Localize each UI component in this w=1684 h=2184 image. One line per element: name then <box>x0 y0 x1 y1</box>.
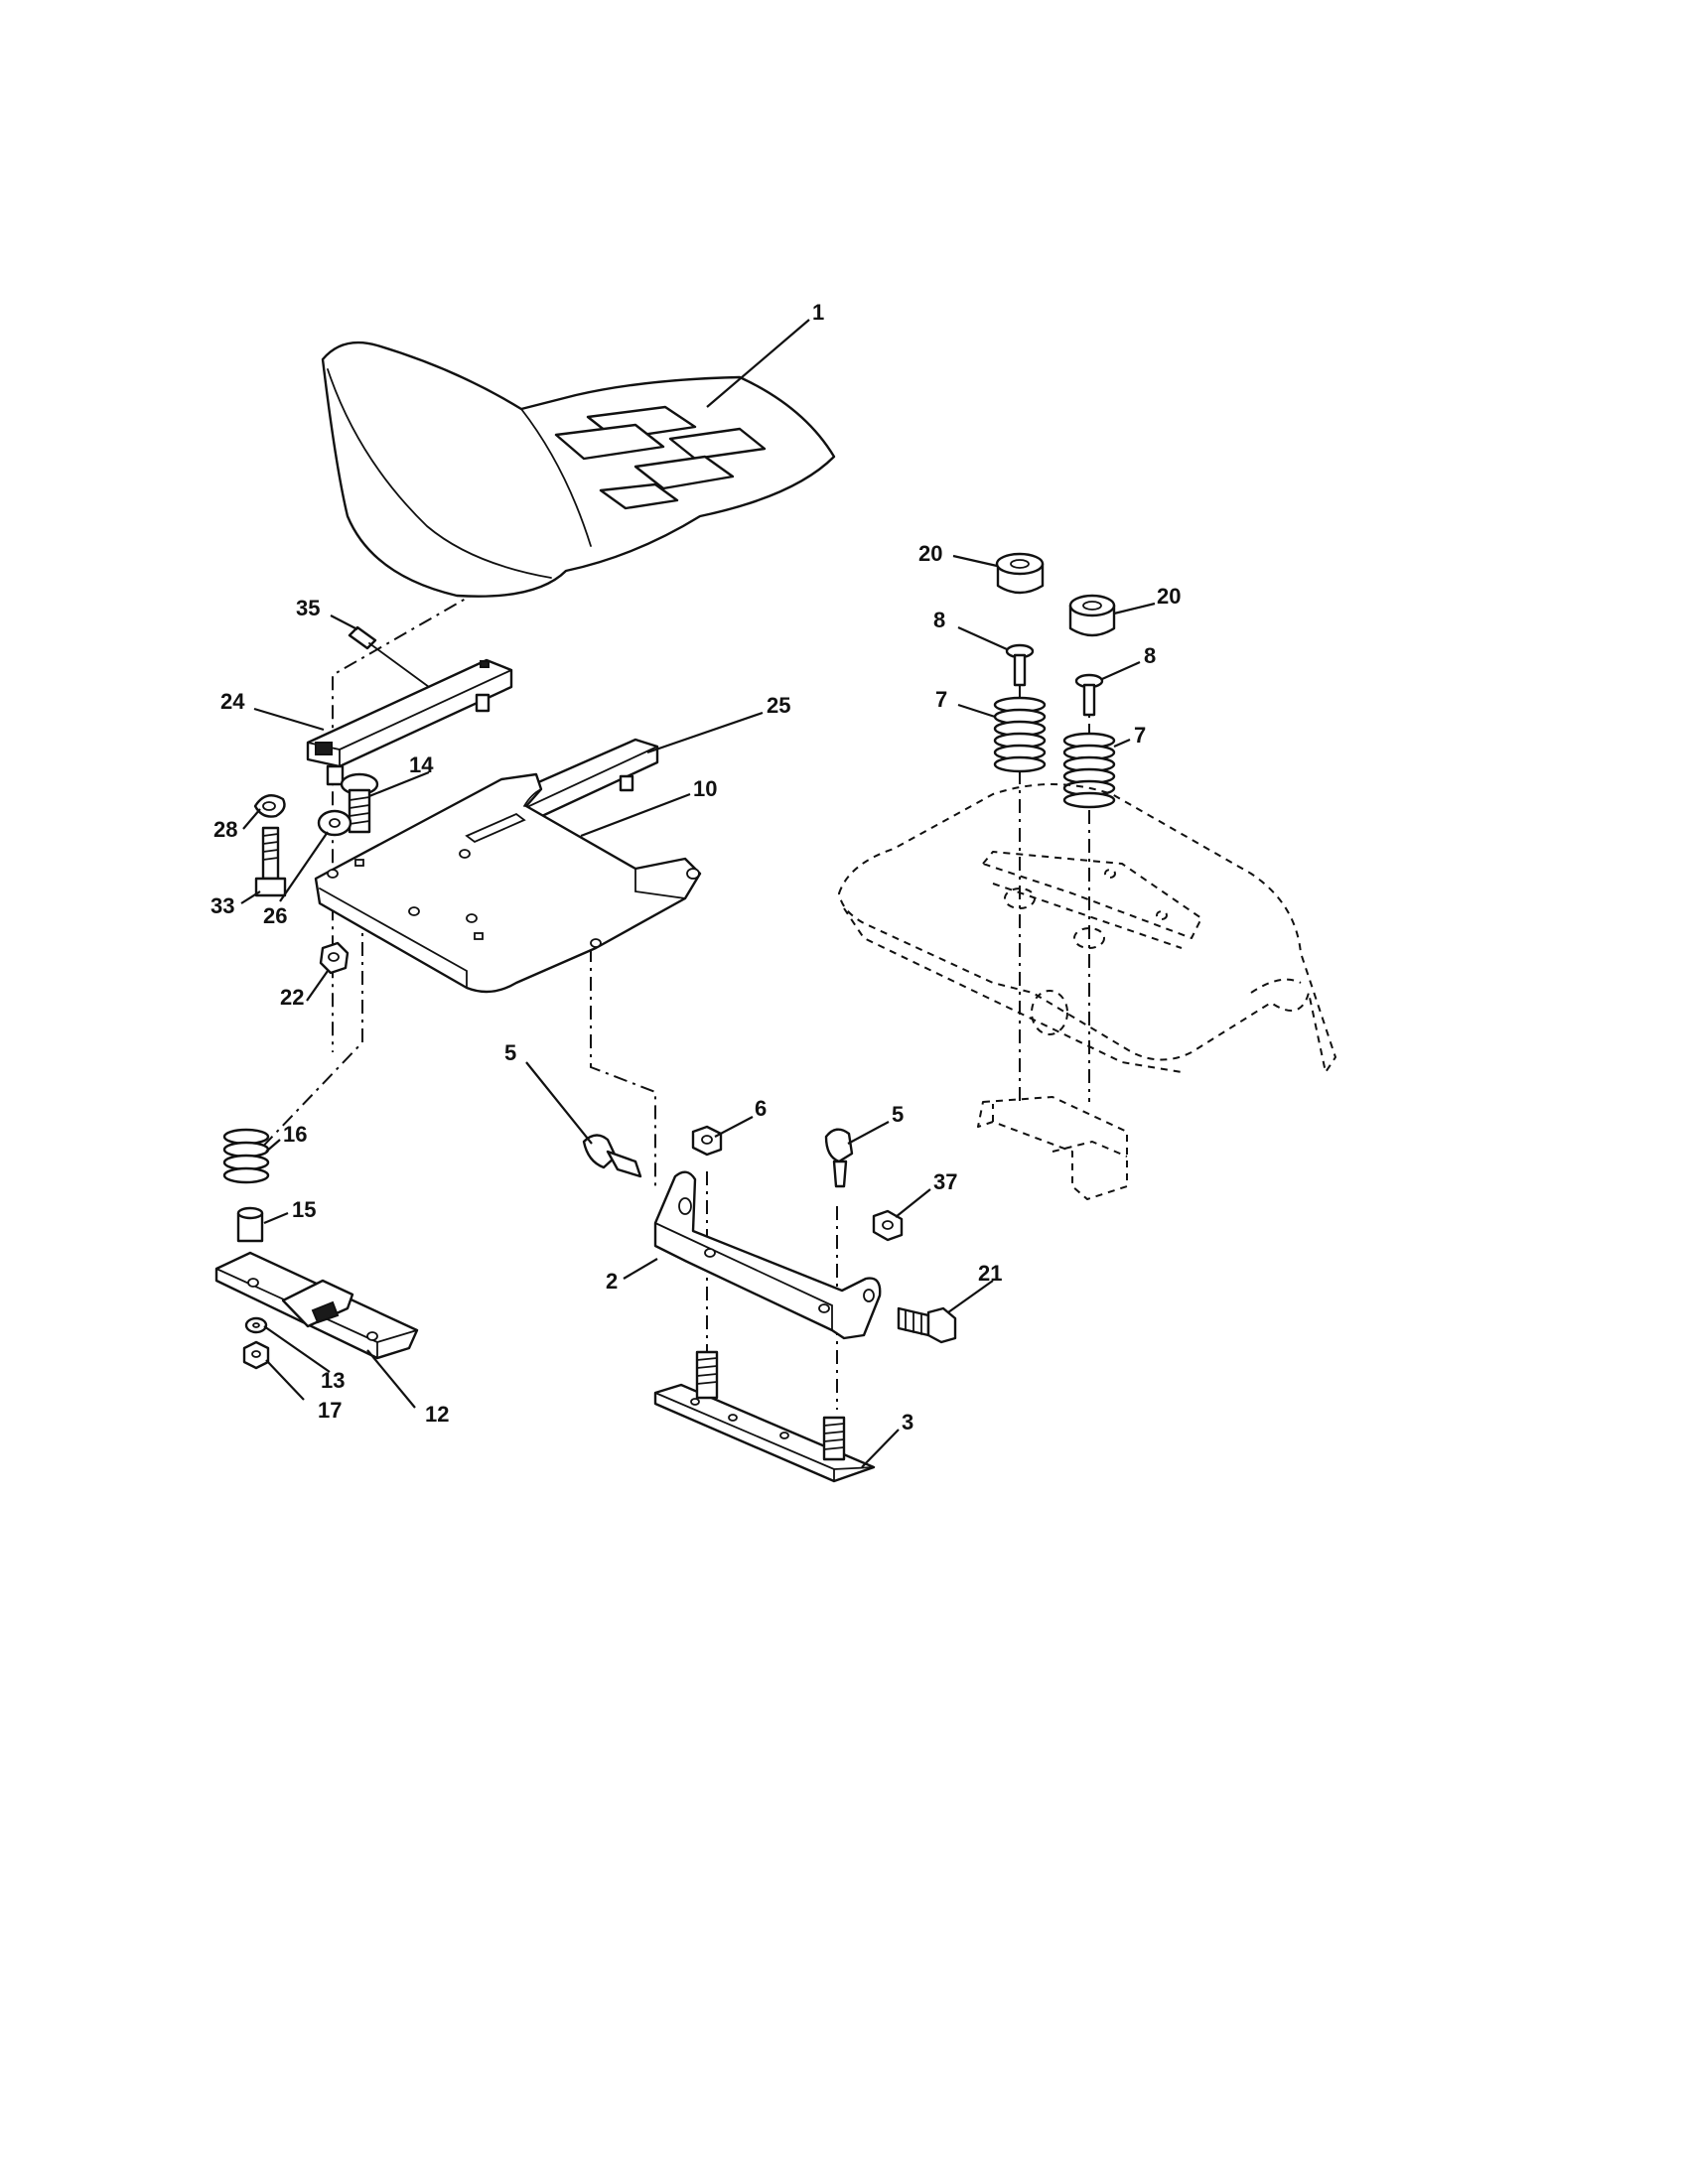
callout-8-right: 8 <box>1144 643 1156 668</box>
washer-part-13 <box>244 1316 268 1334</box>
callout-13: 13 <box>321 1368 345 1393</box>
callout-15: 15 <box>292 1197 316 1222</box>
callout-17: 17 <box>318 1398 342 1423</box>
callout-20-right: 20 <box>1157 584 1181 609</box>
nut-part-6 <box>691 1125 723 1157</box>
callout-14: 14 <box>409 752 434 777</box>
spring-plate-part-12 <box>214 1251 419 1360</box>
callout-labels: 1 35 24 25 10 14 28 33 26 22 5 6 5 37 2 … <box>210 300 1181 1434</box>
seat-part-1 <box>321 341 836 598</box>
bumper-part-20-right <box>1068 594 1116 637</box>
washer-part-26 <box>317 809 352 837</box>
spacer-part-15 <box>236 1206 264 1243</box>
nut-part-17 <box>242 1340 270 1370</box>
base-plate-part-3 <box>653 1350 876 1483</box>
callout-37: 37 <box>933 1169 957 1194</box>
pin-part-35 <box>348 625 430 688</box>
seat-cushion-panels <box>554 405 767 510</box>
callout-2: 2 <box>606 1269 618 1294</box>
callout-24: 24 <box>220 689 245 714</box>
callout-22: 22 <box>280 985 304 1010</box>
callout-20-left: 20 <box>918 541 942 566</box>
clip-part-5-right <box>824 1128 854 1188</box>
callout-16: 16 <box>283 1122 307 1147</box>
callout-8-left: 8 <box>933 608 945 632</box>
callout-1: 1 <box>812 300 824 325</box>
callout-7-right: 7 <box>1134 723 1146 748</box>
bumper-part-20-left <box>995 552 1045 595</box>
callout-10: 10 <box>693 776 717 801</box>
callout-5-left: 5 <box>504 1040 516 1065</box>
shoulder-bolt-part-21 <box>897 1306 957 1344</box>
seat-mounting-plate-part-10 <box>314 772 702 994</box>
callout-33: 33 <box>210 893 234 918</box>
callout-25: 25 <box>767 693 790 718</box>
pivot-bracket-part-2 <box>653 1170 882 1340</box>
nut-part-37 <box>872 1209 904 1242</box>
clip-part-5-left <box>582 1134 642 1178</box>
coil-spring-part-7-left <box>993 696 1047 773</box>
screw-part-8-right <box>1074 673 1104 717</box>
assembly-guide-lines <box>252 560 1090 1410</box>
reference-fender-frame <box>838 783 1336 1200</box>
carriage-bolt-part-14 <box>340 772 379 834</box>
callout-28: 28 <box>213 817 237 842</box>
bolt-part-33 <box>254 826 287 897</box>
ring-part-28 <box>253 794 286 818</box>
callout-leader-lines <box>240 319 1156 1468</box>
screw-part-8-left <box>1005 643 1035 687</box>
spring-part-16 <box>222 1128 270 1184</box>
callout-26: 26 <box>263 903 287 928</box>
callout-12: 12 <box>425 1402 449 1427</box>
callout-21: 21 <box>978 1261 1002 1286</box>
nut-part-22 <box>319 941 350 975</box>
callout-7-left: 7 <box>935 687 947 712</box>
stud-left <box>695 1350 719 1400</box>
stud-right <box>822 1416 846 1461</box>
callout-5-right: 5 <box>892 1102 904 1127</box>
callout-35: 35 <box>296 596 320 620</box>
coil-spring-part-7-right <box>1062 732 1116 809</box>
callout-6: 6 <box>755 1096 767 1121</box>
callout-3: 3 <box>902 1410 913 1434</box>
